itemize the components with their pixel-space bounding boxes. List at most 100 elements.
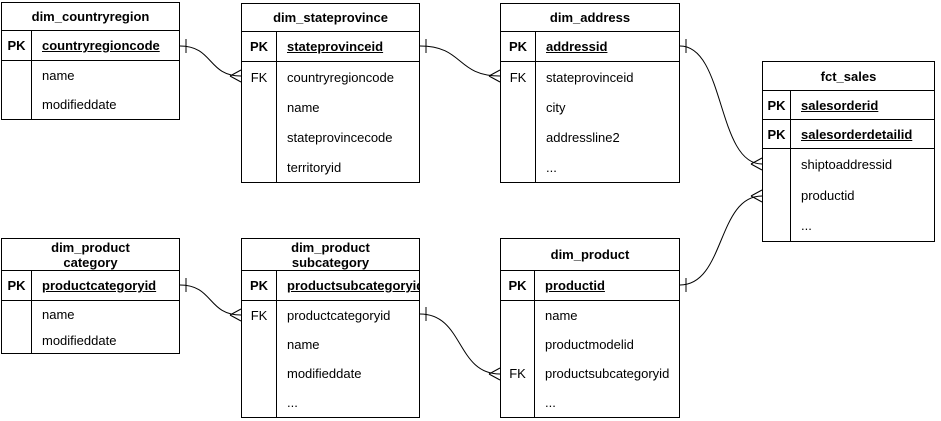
key-cell-empty	[501, 388, 535, 417]
field-name: productsubcategoryid	[545, 366, 670, 381]
cardinality-many-crowfoot	[488, 367, 501, 381]
cardinality-many-crowfoot	[229, 308, 242, 322]
field-name: stateprovincecode	[287, 129, 393, 145]
relation-dim_countryregion-to-dim_stateprovince	[179, 39, 242, 83]
field-row-dim_countryregion-name: name	[2, 61, 179, 90]
key-cell-empty	[501, 122, 536, 152]
relation-curve	[419, 45, 501, 77]
key-cell-empty	[763, 179, 791, 211]
relation-curve	[679, 195, 763, 286]
field-name: ...	[801, 218, 812, 234]
relation-curve	[419, 313, 501, 375]
entity-title-dim_stateprovince: dim_stateprovince	[242, 4, 419, 32]
pk-label: PK	[242, 271, 277, 300]
field-name: ...	[545, 395, 556, 410]
field-name: salesorderid	[801, 97, 879, 113]
relation-curve	[179, 45, 242, 77]
fk-label: FK	[501, 359, 535, 388]
field-row-dim_product-name: name	[501, 301, 679, 330]
relation-curve	[179, 284, 242, 316]
field-row-dim_product-productsubcategoryid: FK productsubcategoryid	[501, 359, 679, 388]
relation-dim_product-to-fct_sales	[679, 189, 763, 292]
entity-title-fct_sales: fct_sales	[763, 62, 934, 91]
key-cell-empty	[763, 149, 791, 180]
field-name: modifieddate	[42, 332, 117, 348]
pk-label: PK	[242, 32, 277, 61]
field-name: name	[545, 308, 578, 323]
entity-title-line: subcategory	[291, 254, 370, 270]
field-row-dim_address-addressline2: addressline2	[501, 122, 679, 152]
cardinality-many-crowfoot	[750, 157, 763, 171]
field-row-fct_sales-etcetcetc: ...	[763, 210, 934, 242]
entity-title-line: dim_product	[550, 247, 630, 262]
entity-title-line: dim_stateprovince	[273, 10, 388, 25]
entity-title-line: fct_sales	[820, 68, 877, 84]
field-row-dim_stateprovince-stateprovincecode: stateprovincecode	[242, 122, 419, 152]
entity-title-dim_address: dim_address	[501, 4, 679, 32]
relation-curve	[679, 45, 763, 165]
key-cell-empty	[501, 152, 536, 182]
fk-label: FK	[501, 62, 536, 92]
key-cell-empty	[242, 122, 277, 152]
field-name: countryregioncode	[287, 69, 394, 85]
field-row-dim_productsubcategory-modifieddate: modifieddate	[242, 359, 419, 388]
field-row-dim_address-etcetcetc: ...	[501, 152, 679, 182]
relation-dim_productsubcategory-to-dim_product	[419, 307, 501, 381]
field-row-dim_productsubcategory-etcetcetc: ...	[242, 388, 419, 417]
cardinality-many-crowfoot	[488, 69, 501, 83]
fk-label: FK	[242, 62, 277, 92]
key-cell-empty	[242, 330, 277, 359]
field-name: name	[287, 99, 320, 115]
relation-dim_productcategory-to-dim_productsubcategory	[179, 278, 242, 322]
field-name: salesorderdetailid	[801, 126, 913, 142]
field-name: productid	[801, 187, 855, 203]
pk-label: PK	[2, 31, 32, 60]
relation-dim_address-to-fct_sales	[679, 39, 763, 171]
entity-title-line: dim_countryregion	[31, 9, 150, 24]
field-name: productcategoryid	[287, 308, 391, 323]
field-name: productsubcategoryid	[287, 278, 419, 293]
field-row-dim_stateprovince-territoryid: territoryid	[242, 152, 419, 182]
field-name: name	[42, 306, 75, 322]
entity-title-dim_product: dim_product	[501, 239, 679, 271]
key-cell-empty	[242, 92, 277, 122]
key-cell-empty	[763, 210, 791, 242]
key-cell-empty	[2, 90, 32, 119]
key-cell-empty	[242, 359, 277, 388]
pk-label: PK	[501, 271, 535, 300]
field-name: addressline2	[546, 129, 620, 145]
field-row-fct_sales-productid: productid	[763, 179, 934, 211]
entity-title-line: category	[63, 254, 118, 270]
field-name: modifieddate	[287, 366, 362, 381]
field-row-dim_product-productmodelid: productmodelid	[501, 330, 679, 359]
entity-title-line: dim_product	[291, 239, 370, 255]
field-row-dim_productsubcategory-name: name	[242, 330, 419, 359]
field-row-dim_address-city: city	[501, 92, 679, 122]
key-cell-empty	[2, 301, 32, 327]
entity-title-line: dim_product	[51, 239, 130, 255]
field-row-dim_countryregion-modifieddate: modifieddate	[2, 90, 179, 119]
relation-dim_stateprovince-to-dim_address	[419, 39, 501, 83]
field-name: ...	[287, 395, 298, 410]
field-name: addressid	[546, 39, 608, 54]
key-cell-empty	[2, 327, 32, 353]
field-row-dim_productcategory-modifieddate: modifieddate	[2, 327, 179, 353]
